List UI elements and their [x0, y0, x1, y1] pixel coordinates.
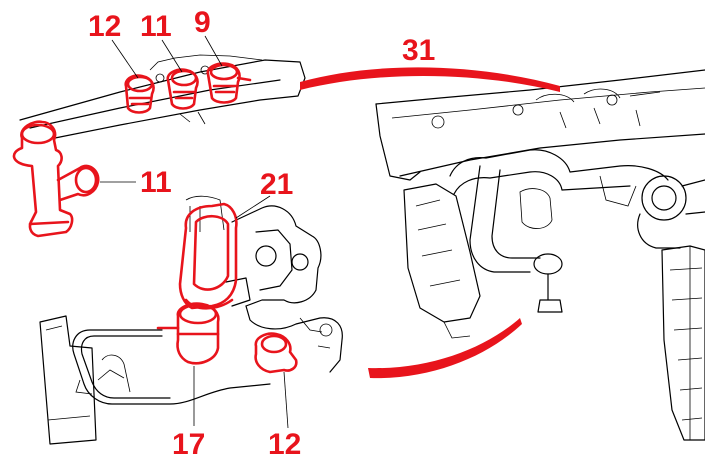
- oil-return-pipe: [72, 329, 271, 405]
- leader-line-11-top: [161, 39, 183, 73]
- callout-11-egr: 11: [140, 166, 172, 199]
- engine-right-structure: [661, 245, 705, 441]
- engine-turbo-unit: [637, 175, 705, 249]
- wastegate-actuator: [156, 302, 220, 365]
- solenoid-valve-right: [206, 62, 252, 104]
- callout-9: 9: [194, 6, 211, 39]
- connector-arc-top: [300, 67, 560, 92]
- engine-bay-overview: [375, 69, 705, 181]
- solenoid-bracket-assembly: [19, 54, 306, 139]
- leader-line-21: [235, 195, 271, 219]
- callout-17: 17: [172, 428, 205, 461]
- turbo-boost-solenoid: [254, 332, 298, 374]
- solenoid-valve-left: [124, 74, 155, 114]
- heat-shield-panel: [39, 315, 97, 445]
- leader-line-12-top: [111, 39, 139, 79]
- engine-intake-pipes: [449, 149, 669, 313]
- callout-12-turbo: 12: [268, 428, 301, 461]
- leader-line-12-turbo: [283, 371, 289, 429]
- solenoid-valve-middle: [166, 68, 199, 110]
- egr-valve: [12, 120, 100, 238]
- callout-12-top: 12: [88, 10, 121, 43]
- connector-arc-bottom: [368, 318, 522, 379]
- callout-21: 21: [260, 168, 293, 201]
- engine-left-housing: [403, 183, 481, 339]
- callout-11-top: 11: [140, 10, 172, 43]
- callout-31: 31: [402, 34, 435, 67]
- turbocharger-body: [185, 195, 343, 373]
- turbo-compressor-housing: [178, 202, 238, 310]
- leader-line-9: [204, 35, 223, 67]
